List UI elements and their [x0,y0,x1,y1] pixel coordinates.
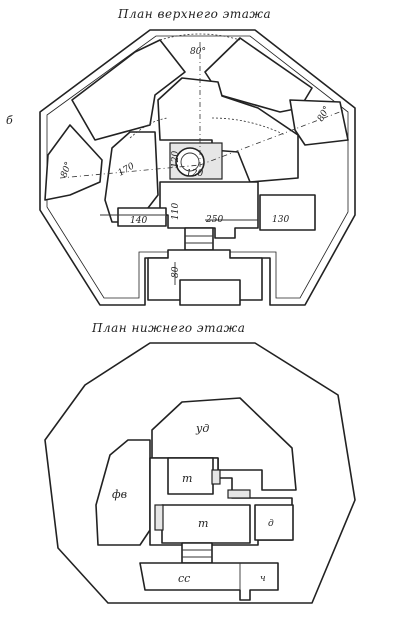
angle-label-top: 80° [190,47,206,57]
room-label-d: д [268,519,274,529]
room-label-ch: ч [260,574,266,584]
upper-floor-plan: План верхнего этажа б [6,7,356,306]
dim-label-80: 80 [171,266,181,278]
left-block-140 [117,207,167,227]
dim-label-130: 130 [272,215,289,225]
door-mark-left [154,504,164,531]
room-label-ud: уд [195,422,209,435]
upper-plan-title: План верхнего этажа [117,7,271,21]
lower-stair-passage [181,542,213,564]
dim-label-140: 140 [130,216,147,226]
dim-label-120-horizontal: 120 [186,169,203,179]
stair-passage [184,227,214,251]
sector-arc-top [159,33,241,41]
dim-label-120-vertical: 120 [171,151,181,168]
room-m-center [161,504,251,544]
right-block-130 [259,194,316,231]
annex-block [179,279,241,306]
room-label-m-center: m [198,517,208,530]
door-mark-mid [227,489,251,499]
lower-plan-title: План нижнего этажа [91,321,245,335]
room-fv [95,439,151,546]
cupola-circle [175,147,205,177]
sector-arc-right [211,117,286,136]
dim-label-110: 110 [171,203,181,220]
embrasure-right [289,99,349,146]
room-label-ss: сс [178,572,190,585]
embrasure-left [44,124,103,201]
room-label-m-top: m [182,472,192,485]
dim-label-250: 250 [205,215,223,225]
upper-central-chamber [157,77,299,183]
sector-arc-left [129,117,169,139]
axis-right [199,109,346,166]
room-label-fv: фв [112,488,127,501]
room-ss-ch [139,562,279,601]
door-mark-top [211,469,221,485]
figure-letter: б [6,114,13,127]
room-d [254,504,294,541]
room-m-top [167,457,214,495]
embrasure-top-left [71,39,186,141]
cupola-inner-circle [180,152,200,172]
lower-floor-plan: План нижнего этажа уд m фв m д сс ч [44,321,356,604]
upper-inner-wall [46,35,349,299]
